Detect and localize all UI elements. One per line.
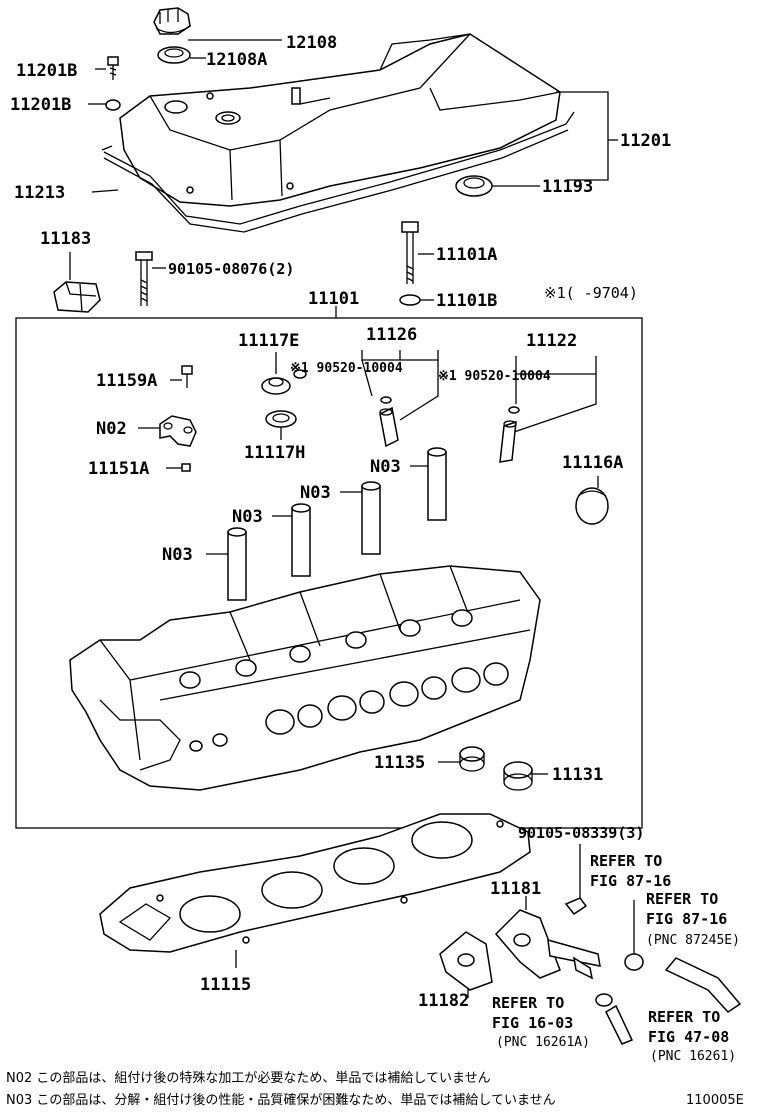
label-refer3-line1: REFER TO (492, 994, 564, 1012)
label-n03-c: N03 (300, 483, 331, 503)
label-date-note: ※1( -9704) (544, 284, 638, 302)
label-refer1-line2: FIG 87-16 (590, 872, 671, 890)
label-11201b-bolt: 11201B (16, 61, 77, 81)
label-11117e: 11117E (238, 331, 299, 351)
label-n03-b: N03 (232, 507, 263, 527)
cover-gasket-11213 (101, 111, 575, 233)
label-90105-08339: 90105-08339(3) (518, 824, 644, 842)
label-11116a: 11116A (562, 453, 623, 473)
label-11183: 11183 (40, 229, 91, 249)
label-n03-d: N03 (370, 457, 401, 477)
bypass-hose (605, 1004, 634, 1045)
label-11201: 11201 (620, 131, 671, 151)
label-refer2-line2: FIG 87-16 (646, 910, 727, 928)
label-11159a: 11159A (96, 371, 157, 391)
label-11126: 11126 (366, 325, 417, 345)
label-12108a: 12108A (206, 50, 267, 70)
hose-clamp (624, 900, 644, 971)
label-refer2-line1: REFER TO (646, 890, 718, 908)
cylinder-head-cover (119, 33, 561, 207)
water-outlet-11181 (494, 909, 601, 980)
label-n03-a: N03 (162, 545, 193, 565)
seal-11135 (459, 746, 485, 772)
coolant-hose (664, 957, 742, 1013)
label-11213: 11213 (14, 183, 65, 203)
label-11115: 11115 (200, 975, 251, 995)
plug-11117e (261, 352, 291, 395)
label-refer2-line3: (PNC 87245E) (646, 933, 740, 948)
head-gasket-11115 (99, 813, 531, 953)
washer-90520-near-plug (293, 369, 307, 379)
dowel-pipe-n03-a (227, 527, 247, 601)
cover-grommet-11201b (105, 99, 121, 111)
guide-washer-right (508, 406, 520, 414)
label-11122: 11122 (526, 331, 577, 351)
label-11182: 11182 (418, 991, 469, 1011)
plug-seal-11193 (455, 175, 493, 197)
bolt-90105-08339 (564, 844, 588, 916)
bolt-90105-08076 (135, 251, 153, 306)
label-refer3-line2: FIG 16-03 (492, 1014, 573, 1032)
dowel-pipe-n03-c (361, 481, 381, 555)
label-11131: 11131 (552, 765, 603, 785)
label-11151a: 11151A (88, 459, 149, 479)
washer-11101b (399, 294, 421, 306)
label-90520-right: ※1 90520-10004 (438, 369, 551, 384)
label-refer1-line1: REFER TO (590, 852, 662, 870)
label-12108: 12108 (286, 33, 337, 53)
bearing-cap-n02 (159, 415, 197, 447)
plug-11116a (575, 487, 609, 525)
label-11193: 11193 (542, 177, 593, 197)
label-refer4-line1: REFER TO (648, 1008, 720, 1026)
guide-washer-left (380, 396, 392, 404)
label-refer4-line3: (PNC 16261) (650, 1049, 736, 1064)
label-11101: 11101 (308, 289, 359, 309)
label-refer4-line2: FIG 47-08 (648, 1028, 729, 1046)
oil-filler-cap-12108 (153, 7, 191, 35)
label-11181: 11181 (490, 879, 541, 899)
leader-11201 (556, 91, 609, 181)
label-90520-left: ※1 90520-10004 (290, 361, 403, 376)
small-clamp (595, 993, 613, 1007)
label-11201b-grommet: 11201B (10, 95, 71, 115)
label-11101a: 11101A (436, 245, 497, 265)
cover-bolt-11201b (107, 56, 119, 80)
label-group: 12108 12108A 11201B 11201B 11201 11213 1… (6, 33, 744, 1108)
label-refer3-line3: (PNC 16261A) (496, 1035, 590, 1050)
filler-cap-gasket-12108a (157, 46, 191, 64)
cylinder-head-frame (15, 317, 643, 829)
gasket-11117h (265, 410, 297, 440)
valve-guide-11126 (379, 406, 399, 448)
valve-guide-11122 (499, 420, 517, 463)
label-11101b: 11101B (436, 291, 497, 311)
figure-id: 110005E (686, 1093, 744, 1108)
cylinder-head-body (69, 565, 541, 791)
bolt-11159a (181, 365, 193, 388)
note-n03: N03 この部品は、分解・組付け後の性能・品質確保が困難なため、単品では補給して… (6, 1092, 556, 1108)
label-90105-08076: 90105-08076(2) (168, 260, 294, 278)
outlet-gasket-11182 (439, 931, 493, 991)
note-n02: N02 この部品は、組付け後の特殊な加工が必要なため、単品では補給していません (6, 1070, 491, 1086)
label-11135: 11135 (374, 753, 425, 773)
plug-11131 (503, 761, 533, 791)
label-11117h: 11117H (244, 443, 305, 463)
label-n02: N02 (96, 419, 127, 439)
dowel-pipe-n03-d (427, 447, 447, 521)
pin-11151a (181, 463, 191, 472)
spacer-block-11183 (53, 281, 101, 313)
head-bolt-11101a (401, 221, 419, 284)
dowel-pipe-n03-b (291, 503, 311, 577)
